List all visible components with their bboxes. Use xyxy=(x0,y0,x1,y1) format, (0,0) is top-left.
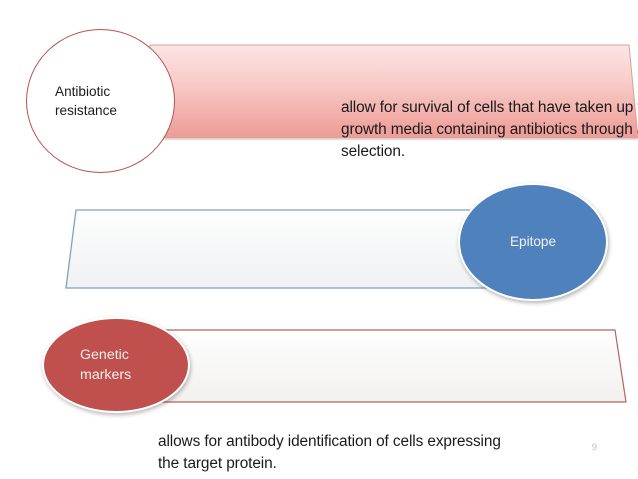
banner-shape-epitope xyxy=(65,209,527,289)
circle-genetic-markers[interactable]: Genetic markers xyxy=(42,317,190,413)
circle-label-genetic: Genetic markers xyxy=(44,345,188,385)
banner-epitope: allows for antibody identification of ce… xyxy=(65,209,527,472)
circle-label-genetic-line2: markers xyxy=(80,367,132,383)
banner-text-antibiotic: allow for survival of cells that have ta… xyxy=(341,99,638,160)
circle-label-antibiotic-line1: Antibiotic xyxy=(55,83,111,99)
circle-label-antibiotic-line2: resistance xyxy=(55,103,117,118)
circle-label-genetic-line1: Genetic xyxy=(80,346,129,363)
page-number: 9 xyxy=(591,442,597,453)
circle-label-epitope: Epitope xyxy=(510,232,556,251)
circle-epitope[interactable]: Epitope xyxy=(458,183,608,301)
circle-label-epitope-line1: Epitope xyxy=(509,234,557,250)
banner-antibiotic-resistance: allow for survival of cells that have ta… xyxy=(149,44,638,160)
circle-label-antibiotic: Antibiotic resistance xyxy=(27,82,174,121)
circle-antibiotic-resistance[interactable]: Antibiotic resistance xyxy=(26,29,175,173)
banner-text-epitope: allows for antibody identification of ce… xyxy=(158,433,501,472)
